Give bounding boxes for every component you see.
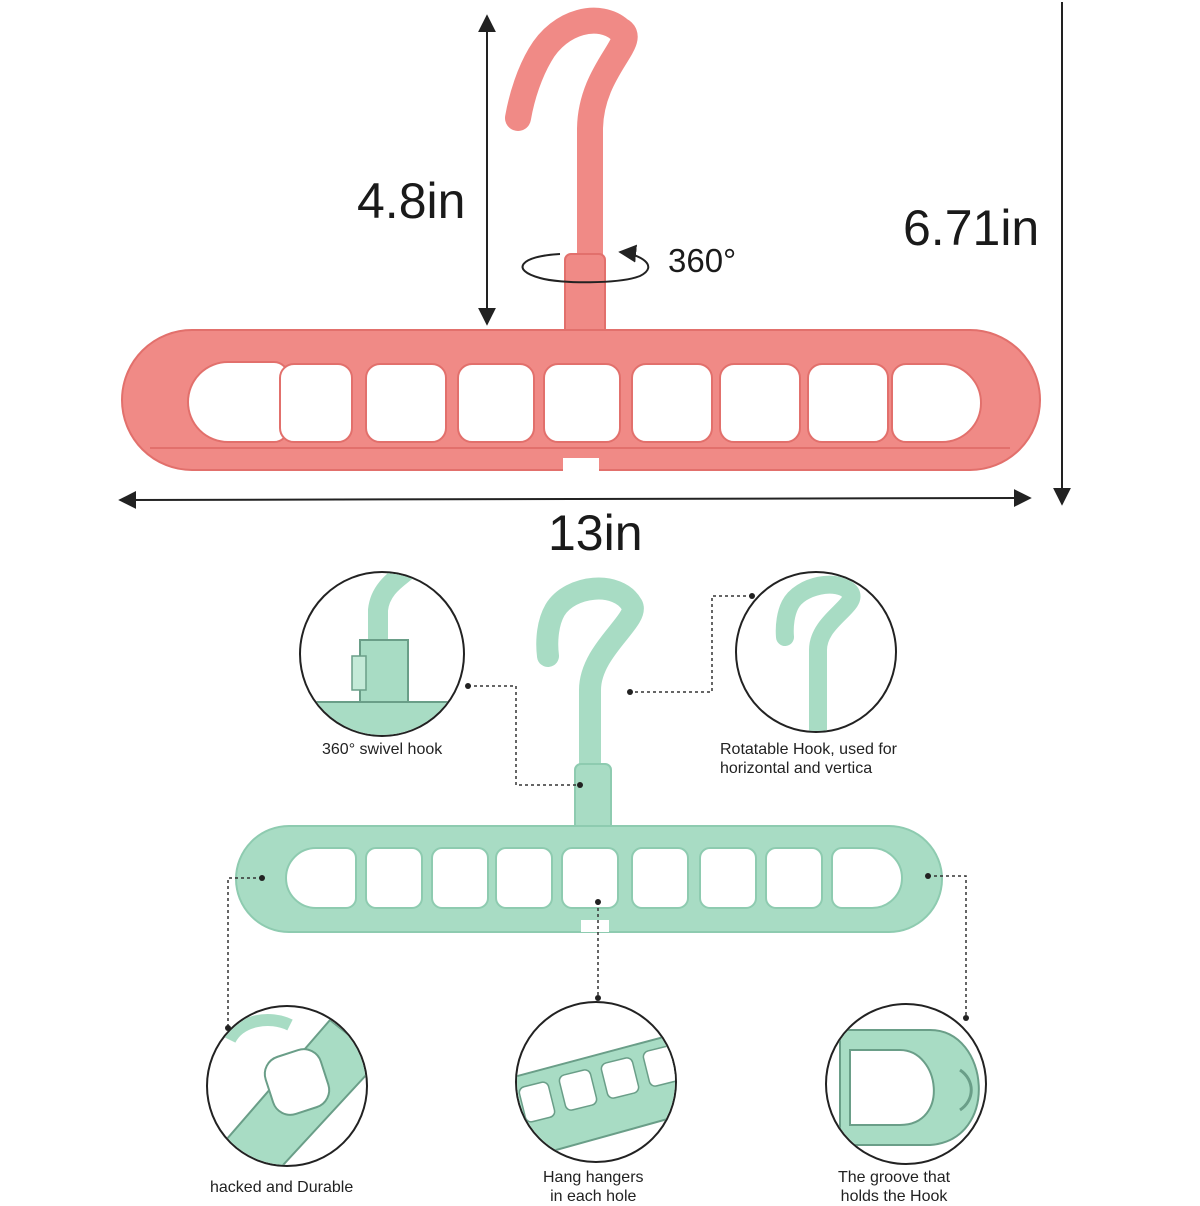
rotatable-caption-line2: horizontal and vertica <box>720 760 873 777</box>
pink-hook <box>505 7 638 271</box>
dim-line-width <box>118 489 1032 509</box>
hang-caption: Hang hangers in each hole <box>543 1168 644 1206</box>
pink-holes <box>187 361 982 443</box>
groove-caption-line1: The groove that <box>838 1169 951 1186</box>
dimension-lines <box>118 2 1071 509</box>
detail-swivel <box>299 571 465 737</box>
pink-hanger <box>121 7 1041 472</box>
green-hook <box>536 577 644 781</box>
green-hanger <box>235 577 943 933</box>
detail-hang <box>515 1001 677 1163</box>
rotation-label: 360° <box>668 242 737 279</box>
swivel-caption: 360° swivel hook <box>322 741 443 758</box>
detail-rotatable <box>735 571 897 733</box>
callout-dots <box>225 593 969 1031</box>
rotatable-caption-line1: Rotatable Hook, used for <box>720 741 897 758</box>
groove-caption-line2: holds the Hook <box>840 1188 948 1205</box>
detail-durable <box>206 1005 368 1167</box>
groove-caption: The groove that holds the Hook <box>838 1168 950 1206</box>
width-label: 13in <box>548 505 643 561</box>
green-holes <box>285 847 903 909</box>
hang-caption-line1: Hang hangers <box>543 1169 644 1186</box>
pink-notch <box>563 458 599 472</box>
total-height-label: 6.71in <box>903 200 1040 256</box>
callout-connectors <box>227 595 967 1028</box>
rotation-arrow <box>521 244 650 284</box>
hang-caption-line2: in each hole <box>550 1188 637 1205</box>
durable-caption: hacked and Durable <box>210 1179 354 1196</box>
green-notch <box>581 920 609 932</box>
hook-height-label: 4.8in <box>357 173 466 229</box>
detail-groove <box>825 1003 987 1165</box>
rotatable-caption: Rotatable Hook, used for horizontal and … <box>720 740 897 778</box>
